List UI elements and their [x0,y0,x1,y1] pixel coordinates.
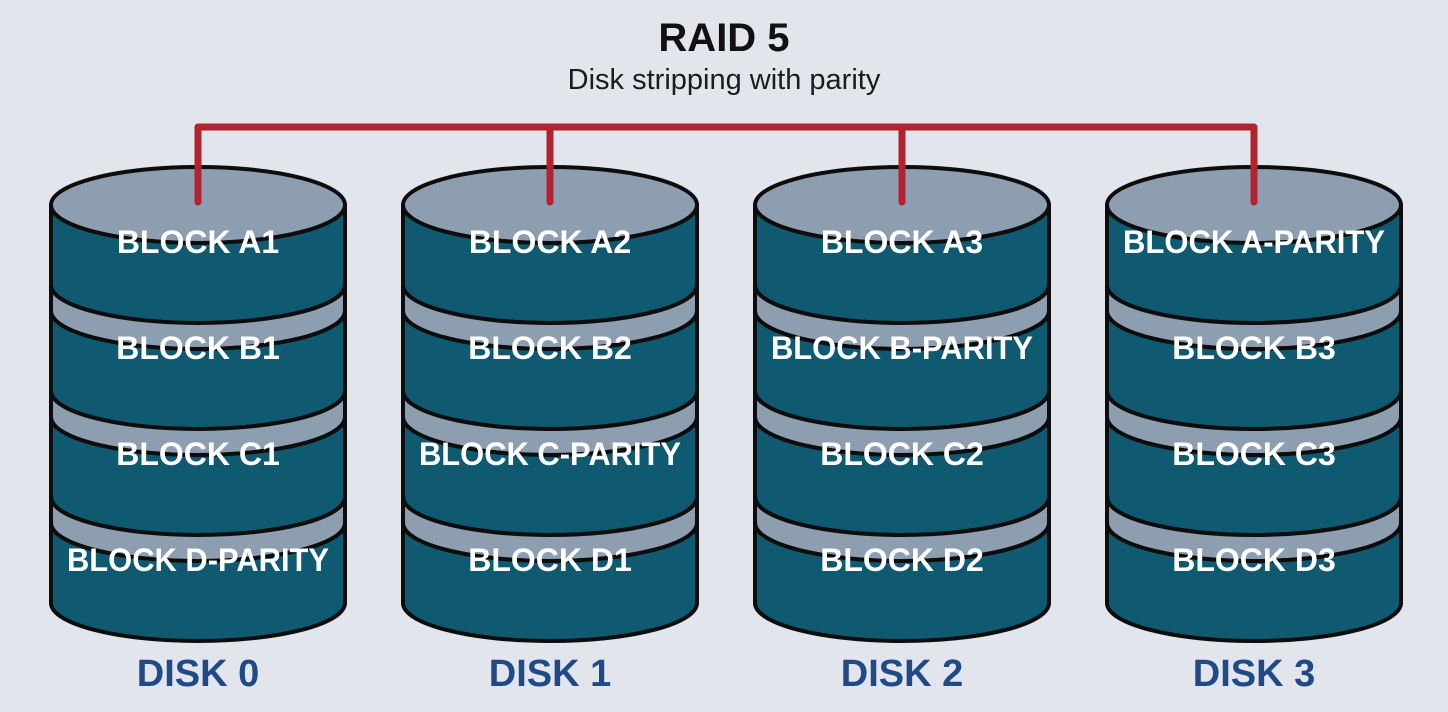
block-label: BLOCK D1 [468,542,632,578]
disk-label: DISK 2 [841,653,963,695]
block-label: BLOCK B3 [1172,330,1336,366]
block-label: BLOCK C2 [820,436,984,472]
block-label: BLOCK D-PARITY [67,542,329,578]
block-label: BLOCK B-PARITY [771,330,1033,366]
block-segment [401,521,699,643]
block-label: BLOCK C1 [116,436,280,472]
block-segment [753,521,1051,643]
block-label: BLOCK C-PARITY [419,436,681,472]
block-label: BLOCK B1 [116,330,280,366]
block-segment [1105,521,1403,643]
block-label: BLOCK D3 [1172,542,1336,578]
block-label: BLOCK D2 [820,542,984,578]
disk-3: BLOCK A-PARITY BLOCK B3 BLOCK C3 BLOCK D3 DI… [1105,165,1403,695]
connector-bus [194,123,1258,206]
disk-label: DISK 0 [137,653,259,695]
disk-label: DISK 1 [489,653,611,695]
block-label: BLOCK C3 [1172,436,1336,472]
block-label: BLOCK A-PARITY [1123,224,1385,260]
block-label: BLOCK A3 [821,224,983,260]
block-segment [49,521,347,643]
disk-2: BLOCK A3 BLOCK B-PARITY BLOCK C2 BLOCK D2 DI… [753,165,1051,695]
diagram-subtitle: Disk stripping with parity [567,64,881,96]
block-label: BLOCK B2 [468,330,632,366]
block-label: BLOCK A1 [117,224,279,260]
disk-1: BLOCK A2 BLOCK B2 BLOCK C-PARITY BLOCK D1 DI… [401,165,699,695]
diagram-title: RAID 5 [658,16,790,60]
disk-label: DISK 3 [1193,653,1315,695]
disk-0: BLOCK A1 BLOCK B1 BLOCK C1 BLOCK D-PARITY DI… [49,165,347,695]
block-label: BLOCK A2 [469,224,631,260]
connector-line [194,123,1258,206]
